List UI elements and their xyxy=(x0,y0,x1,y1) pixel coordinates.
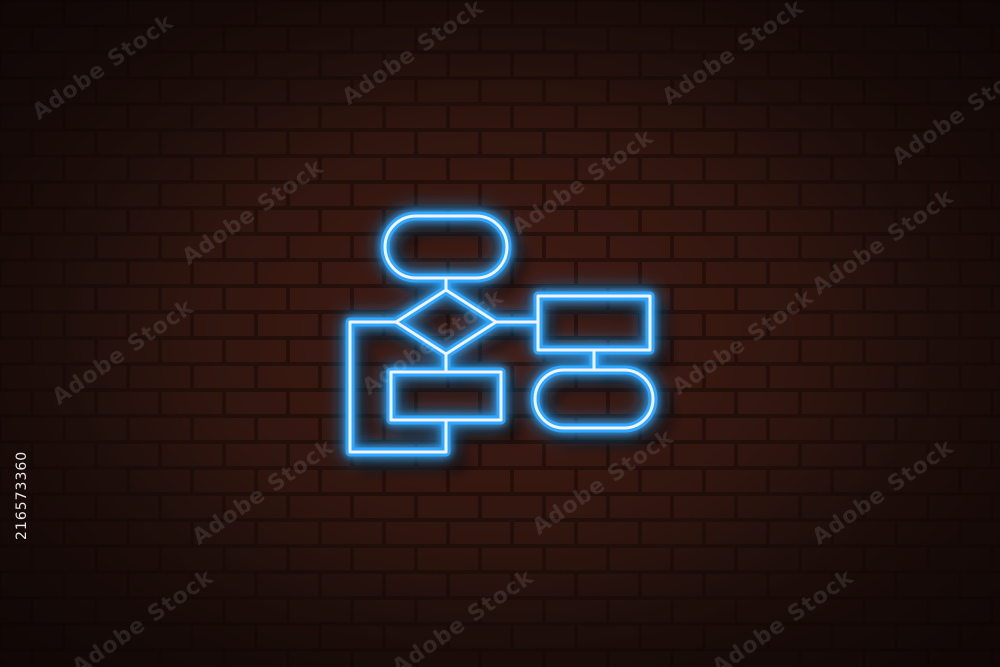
neon-core-tube xyxy=(348,214,655,454)
image-id-label: 216573360 xyxy=(14,450,30,540)
